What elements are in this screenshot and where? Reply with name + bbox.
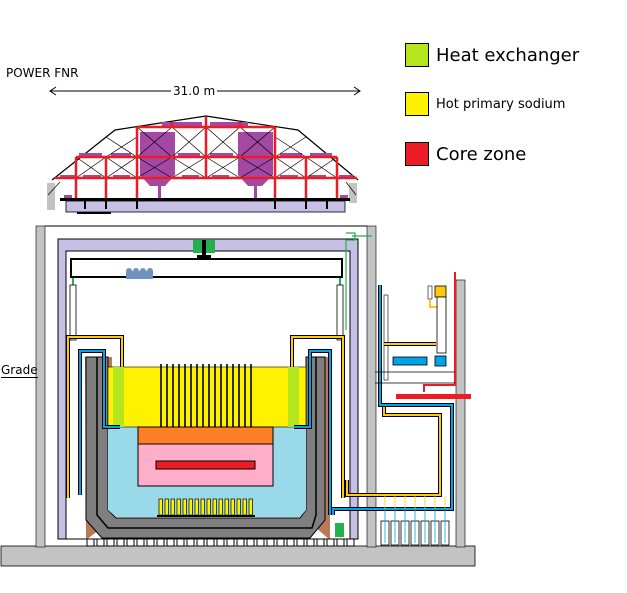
core-support-pin: [242, 498, 247, 516]
foundation-block: [316, 538, 325, 547]
core-support-pin: [206, 498, 211, 516]
concrete-structure: [0, 225, 476, 567]
core-support-pin: [194, 498, 199, 516]
core-support-pin: [182, 498, 187, 516]
roof-bracing: [47, 126, 357, 196]
foundation-block: [196, 538, 205, 547]
core-support-pin: [236, 498, 241, 516]
steam-header: [396, 394, 471, 399]
core-zone: [155, 460, 256, 470]
roof-support-left: [47, 183, 55, 210]
foundation-block: [126, 538, 135, 547]
crane-hoist-left: [193, 240, 202, 253]
core-support-pin: [230, 498, 235, 516]
foundation-block: [336, 538, 345, 547]
intermediate-pump: [392, 356, 428, 366]
core-support-pin: [212, 498, 217, 516]
foundation-slab: [0, 545, 476, 567]
containment-wall-right: [366, 225, 377, 548]
roof-base-posts: [77, 201, 328, 214]
foundation-block: [306, 538, 315, 547]
polar-crane: [69, 240, 344, 341]
foundation-block: [156, 538, 165, 547]
heat-exchanger-left: [113, 367, 124, 427]
foundation-block: [276, 538, 285, 547]
foundation-block: [186, 538, 195, 547]
diagram-title: POWER FNR: [6, 66, 79, 80]
foundation-block: [116, 538, 125, 547]
foundation-block: [106, 538, 115, 547]
foundation-block: [236, 538, 245, 547]
core-support-pin: [224, 498, 229, 516]
foundation-block: [266, 538, 275, 547]
reactor-vessel: [85, 356, 355, 547]
foundation-block: [176, 538, 185, 547]
legend-label: Heat exchanger: [436, 44, 580, 66]
roof-base-liner: [65, 200, 346, 213]
core-support-pin: [188, 498, 193, 516]
core-support-pin: [164, 498, 169, 516]
crane-hoist-right: [206, 240, 215, 253]
drain-pump: [335, 523, 344, 537]
core-support-pin: [158, 498, 163, 516]
roof-structure: [47, 115, 359, 214]
legend-label: Hot primary sodium: [436, 96, 566, 112]
legend-swatch-hot-primary-sodium: [405, 92, 429, 116]
foundation-block: [286, 538, 295, 547]
legend-swatch-core-zone: [405, 142, 429, 166]
legend-swatch-heat-exchanger: [405, 43, 429, 67]
foundation-block: [326, 538, 335, 547]
core-support-pin: [200, 498, 205, 516]
foundation-block: [256, 538, 265, 547]
foundation-block: [296, 538, 305, 547]
sg-shell: [436, 296, 447, 354]
foundation-blocks: [86, 538, 355, 547]
foundation-block: [246, 538, 255, 547]
legend-item-core-zone: Core zone: [405, 142, 526, 166]
legend-label: Core zone: [436, 143, 527, 165]
width-dimension-label: 31.0 m: [171, 84, 218, 98]
core-support-pin: [170, 498, 175, 516]
steam-line: [423, 272, 456, 392]
roof-truss: [55, 117, 357, 198]
roof-outline: [51, 115, 359, 181]
foundation-block: [346, 538, 355, 547]
foundation-block: [86, 538, 95, 547]
foundation-block: [166, 538, 175, 547]
legend-item-heat-exchanger: Heat exchanger: [405, 43, 579, 67]
foundation-block: [96, 538, 105, 547]
legend-item-hot-primary-sodium: Hot primary sodium: [405, 92, 565, 116]
core-support-pin: [218, 498, 223, 516]
roof-base-beam: [60, 198, 350, 201]
containment-wall-left: [35, 225, 46, 548]
foundation-block: [146, 538, 155, 547]
foundation-block: [226, 538, 235, 547]
roof-support-right: [349, 183, 357, 203]
primary-loop-piping: [66, 232, 454, 515]
dump-heat-exchangers: [380, 496, 450, 546]
grade-label: Grade: [1, 363, 38, 378]
control-rods: [160, 364, 252, 427]
aux-building-wall: [455, 279, 466, 548]
upper-shield: [137, 426, 274, 445]
crane-trolley: [126, 268, 153, 279]
core-support-pin: [176, 498, 181, 516]
hot-primary-sodium: [107, 366, 307, 428]
foundation-block: [206, 538, 215, 547]
foundation-block: [216, 538, 225, 547]
core-support-pin: [248, 498, 253, 516]
foundation-block: [136, 538, 145, 547]
sg-top-head: [434, 285, 447, 298]
steam-generator: [375, 272, 471, 399]
heat-exchanger-right: [288, 367, 299, 427]
